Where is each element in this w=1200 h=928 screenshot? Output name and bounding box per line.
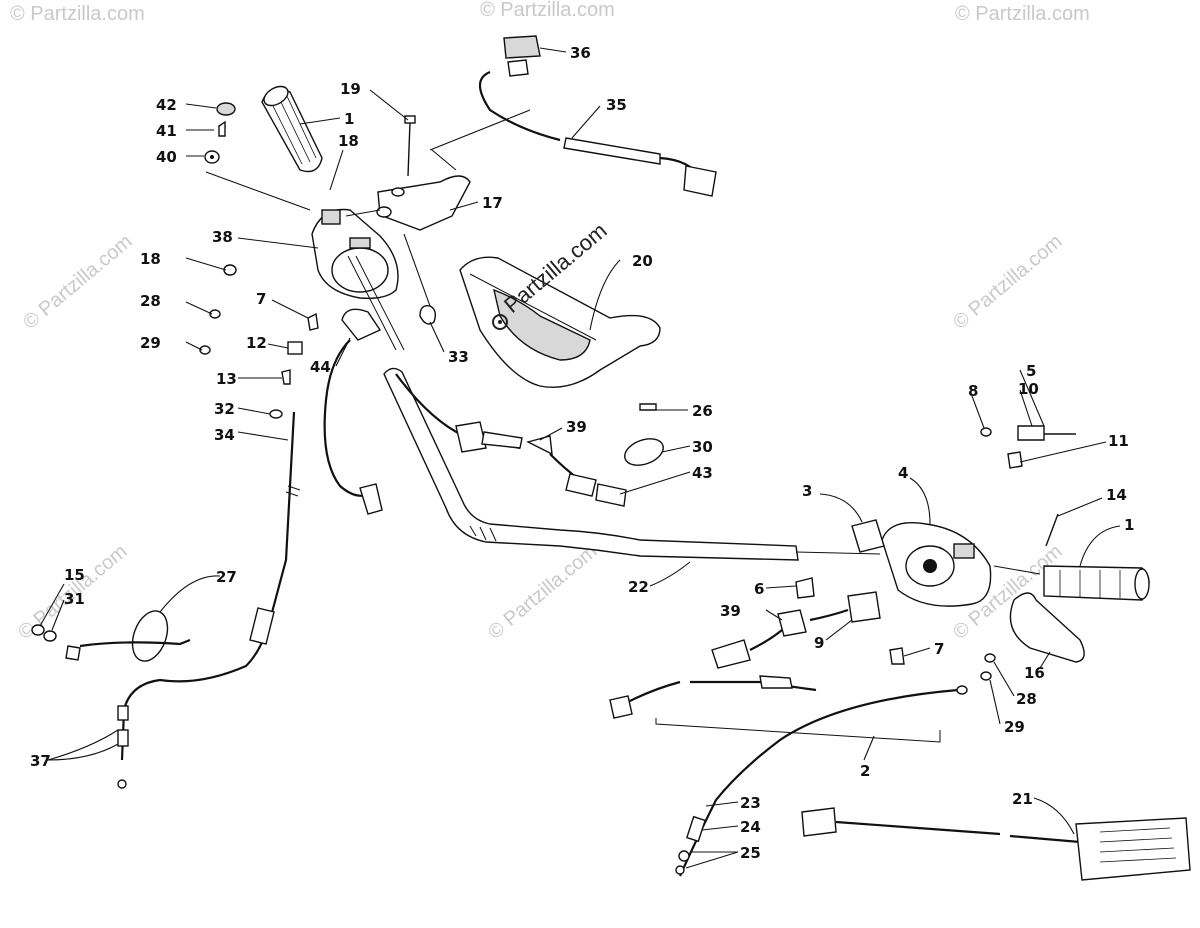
- callout-15: 15: [64, 566, 85, 584]
- callout-1-left: 1: [344, 110, 354, 128]
- callout-43: 43: [692, 464, 713, 482]
- callout-38: 38: [212, 228, 233, 246]
- clip-33: [419, 305, 437, 325]
- watermark-top-center: © Partzilla.com: [480, 0, 615, 21]
- left-housing-38: [311, 208, 405, 351]
- callout-33: 33: [448, 348, 469, 366]
- callout-30: 30: [692, 438, 713, 456]
- callout-6: 6: [754, 580, 764, 598]
- callout-27: 27: [216, 568, 237, 586]
- heater-wire-35: [478, 59, 717, 197]
- bracket-2: [655, 718, 941, 743]
- callout-32: 32: [214, 400, 235, 418]
- callout-20: 20: [632, 252, 653, 270]
- callout-9: 9: [814, 634, 824, 652]
- leader-lines: [39, 47, 1121, 869]
- callout-35: 35: [606, 96, 627, 114]
- callout-3: 3: [802, 482, 812, 500]
- throttle-cable-34: [122, 409, 301, 711]
- fasteners-7-12-13: [281, 312, 319, 385]
- clamp-27: [31, 610, 191, 662]
- callout-29-right: 29: [1004, 718, 1025, 736]
- callout-10: 10: [1018, 380, 1039, 398]
- washer-29-right: [980, 671, 992, 681]
- throttle-lever-16: [1009, 592, 1085, 663]
- watermark-top-right: © Partzilla.com: [955, 3, 1090, 25]
- callout-21: 21: [1012, 790, 1033, 808]
- callout-13: 13: [216, 370, 237, 388]
- callout-19: 19: [340, 80, 361, 98]
- callout-39-center: 39: [566, 418, 587, 436]
- callout-18-top: 18: [338, 132, 359, 150]
- right-connectors: [711, 577, 905, 669]
- callout-34: 34: [214, 426, 235, 444]
- callout-4: 4: [898, 464, 908, 482]
- pad-36: [503, 35, 541, 59]
- hand-guard-20: [459, 256, 661, 388]
- callout-22: 22: [628, 578, 649, 596]
- callout-12: 12: [246, 334, 267, 352]
- callout-25: 25: [740, 844, 761, 862]
- small-parts-5-10-8-11: [980, 425, 1076, 469]
- callout-2: 2: [860, 762, 870, 780]
- switch-44: [323, 308, 383, 515]
- right-housing-4: [881, 522, 992, 607]
- heater-21: [801, 807, 1191, 881]
- left-fasteners: [199, 102, 237, 355]
- callout-36: 36: [570, 44, 591, 62]
- washer-28-right: [984, 653, 996, 663]
- callout-11: 11: [1108, 432, 1129, 450]
- callout-26: 26: [692, 402, 713, 420]
- callout-31: 31: [64, 590, 85, 608]
- watermark-top-left: © Partzilla.com: [10, 3, 145, 25]
- right-grip: [1043, 565, 1150, 601]
- brake-lever-17: [376, 175, 471, 231]
- screw-26: [639, 403, 657, 411]
- watermark-left-mid: © Partzilla.com: [19, 230, 136, 333]
- cable-2: [609, 675, 968, 877]
- callout-18-left: 18: [140, 250, 161, 268]
- callout-29-left: 29: [140, 334, 161, 352]
- connector-3: [851, 519, 885, 553]
- left-grip: [261, 85, 323, 173]
- watermark-right-mid: © Partzilla.com: [949, 230, 1066, 333]
- callout-17: 17: [482, 194, 503, 212]
- callout-24: 24: [740, 818, 761, 836]
- connector-harness-39-43: [395, 373, 627, 507]
- callout-28-left: 28: [140, 292, 161, 310]
- callout-8: 8: [968, 382, 978, 400]
- callout-28-right: 28: [1016, 690, 1037, 708]
- callout-23: 23: [740, 794, 761, 812]
- callout-7-right: 7: [934, 640, 944, 658]
- callout-5: 5: [1026, 362, 1036, 380]
- callout-14: 14: [1106, 486, 1127, 504]
- callout-labels: 42 41 40 1 19 18 36 35 17 38 18 28 29 7 …: [30, 44, 1134, 862]
- callout-42: 42: [156, 96, 177, 114]
- cable-end-37: [117, 705, 129, 789]
- pin-14: [1045, 513, 1059, 547]
- callout-1-right: 1: [1124, 516, 1134, 534]
- screw-19: [404, 115, 416, 177]
- callout-37: 37: [30, 752, 51, 770]
- callout-16: 16: [1024, 664, 1045, 682]
- callout-44: 44: [310, 358, 331, 376]
- callout-40: 40: [156, 148, 177, 166]
- watermark-center-low: © Partzilla.com: [484, 540, 601, 643]
- handlebar-22: [383, 367, 799, 561]
- ring-30: [624, 438, 664, 466]
- callout-7-left: 7: [256, 290, 266, 308]
- callout-39-right: 39: [720, 602, 741, 620]
- callout-41: 41: [156, 122, 177, 140]
